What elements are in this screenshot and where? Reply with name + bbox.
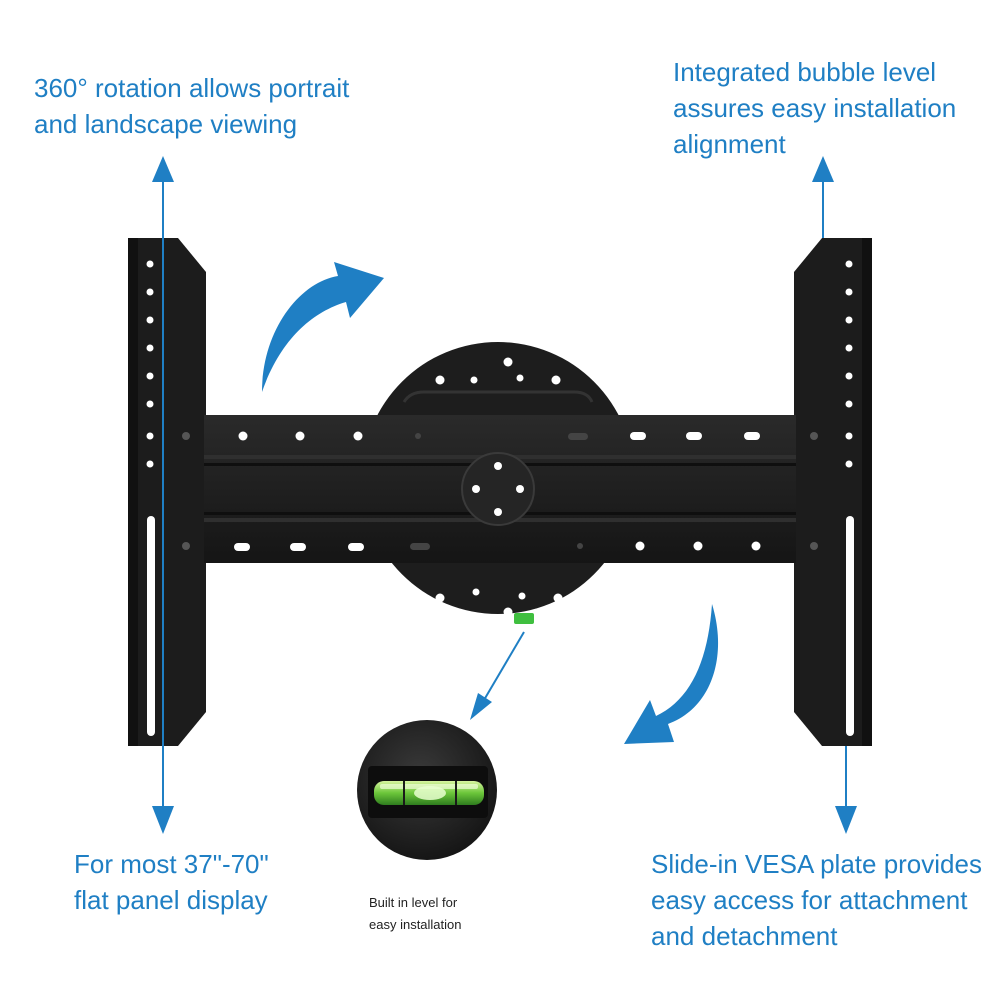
bubble-level-callout-line-3: alignment [673, 129, 786, 159]
display-size-callout-line-2: flat panel display [74, 885, 268, 915]
inset-caption: Built in level for easy installation [369, 892, 462, 936]
level-pointer-arrow-icon [470, 631, 525, 720]
display-size-callout: For most 37"-70" flat panel display [74, 846, 269, 918]
vesa-plate-callout-line-1: Slide-in VESA plate provides [651, 849, 982, 879]
bubble-level-callout-line-1: Integrated bubble level [673, 57, 937, 87]
right-double-arrow-icon [812, 156, 857, 834]
level-inset-zoom [357, 720, 497, 860]
rotation-arrow-top-icon [262, 262, 384, 392]
bubble-level-icon [514, 613, 534, 624]
inset-caption-line-2: easy installation [369, 917, 462, 932]
vesa-plate-callout-line-2: easy access for attachment [651, 885, 968, 915]
right-vertical-bracket [794, 238, 872, 746]
bubble-level-callout: Integrated bubble level assures easy ins… [673, 54, 956, 162]
rotation-arrow-bottom-icon [624, 604, 719, 744]
inset-caption-line-1: Built in level for [369, 895, 458, 910]
rotation-callout-line-2: and landscape viewing [34, 109, 298, 139]
vesa-plate-callout-line-3: and detachment [651, 921, 838, 951]
rotation-callout: 360° rotation allows portrait and landsc… [34, 70, 349, 142]
vesa-plate-callout: Slide-in VESA plate provides easy access… [651, 846, 982, 954]
horizontal-vesa-plate [204, 415, 796, 563]
left-double-arrow-icon [152, 156, 174, 834]
left-vertical-bracket [128, 238, 206, 746]
display-size-callout-line-1: For most 37"-70" [74, 849, 269, 879]
rotation-callout-line-1: 360° rotation allows portrait [34, 73, 350, 103]
bubble-level-callout-line-2: assures easy installation [673, 93, 957, 123]
